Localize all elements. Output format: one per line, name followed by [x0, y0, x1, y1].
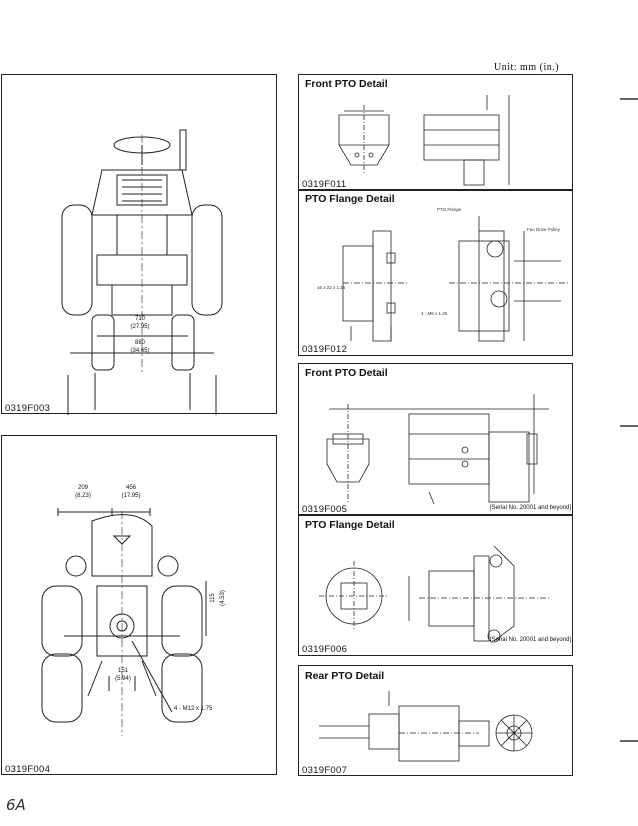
panel-title: PTO Flange Detail — [305, 193, 395, 205]
units-label: Unit: mm (in.) — [494, 62, 560, 73]
serial-note: [Serial No. 20001 and beyond] — [489, 637, 571, 643]
tractor-front-view-drawing — [61, 129, 223, 415]
page-edge-mark — [620, 98, 638, 100]
dimension-value: (4.53) — [220, 590, 226, 606]
page-edge-mark — [620, 740, 638, 742]
panel-title: Front PTO Detail — [305, 367, 388, 379]
dimension-value: 710 — [134, 316, 145, 322]
figure-panel-pto-flange-detail: PTO Flange Detail PTO Flange Fan Drive P… — [298, 190, 573, 356]
rear-pto-detail-drawing — [319, 691, 533, 762]
figure-id: 0319F004 — [5, 764, 51, 775]
handwritten-page-mark: 6A — [6, 796, 26, 814]
dimension-value: (34.65) — [130, 348, 150, 354]
figure-panel-rear-view: 209 (8.23) 456 (17.95) 115 (4.53) 151 (5… — [1, 435, 277, 775]
dimension-value: (17.95) — [121, 493, 141, 499]
dimension-value: (8.23) — [75, 493, 91, 499]
figure-id: 0319F003 — [5, 403, 51, 414]
figure-id: 0319F006 — [302, 644, 348, 655]
panel-title: Front PTO Detail — [305, 78, 388, 90]
tractor-rear-view-drawing — [41, 508, 207, 736]
figure-id: 0319F012 — [302, 344, 348, 355]
dimension-value: 456 — [125, 485, 136, 491]
figure-id: 0319F011 — [302, 179, 347, 190]
pto-flange-detail-drawing — [342, 216, 569, 342]
serial-note: [Serial No. 20001 and beyond] — [489, 505, 571, 511]
bolt-spec-label: 4 - M12 x 1.75 — [174, 706, 213, 712]
figure-panel-front-pto-detail-2: Front PTO Detail 0319F005 [Serial No. 20… — [298, 363, 573, 515]
figure-panel-rear-pto-detail: Rear PTO Detail 0319F007 — [298, 665, 573, 776]
figure-panel-front-view: 710 (27.95) 880 (34.65) 0319F003 — [1, 74, 277, 415]
part-label: 16 x 22 x 1.25 — [317, 285, 346, 290]
front-pto-detail-drawing — [338, 95, 510, 186]
dimension-value: 880 — [134, 340, 145, 346]
dimension-value: 209 — [77, 485, 88, 491]
dimension-value: (5.94) — [115, 676, 131, 682]
panel-title: PTO Flange Detail — [305, 519, 395, 531]
figure-panel-front-pto-detail: Front PTO Detail 0319F011 — [298, 74, 573, 190]
part-label: Fan Drive Pulley — [527, 227, 561, 232]
dimension-value: (27.95) — [130, 324, 150, 330]
pto-flange-detail-2-drawing — [319, 545, 549, 643]
part-label: PTO Flange — [437, 207, 462, 212]
figure-id: 0319F005 — [302, 504, 348, 515]
panel-title: Rear PTO Detail — [305, 670, 385, 682]
part-label: 4 - M8 x 1.25 — [421, 311, 448, 316]
front-pto-detail-2-drawing — [326, 394, 549, 505]
dimension-value: 151 — [117, 668, 128, 674]
figure-id: 0319F007 — [302, 765, 348, 776]
page-edge-mark — [620, 425, 638, 427]
figure-panel-pto-flange-detail-2: PTO Flange Detail 0319F006 [Serial No. 2… — [298, 515, 573, 656]
dimension-value: 115 — [210, 593, 216, 603]
